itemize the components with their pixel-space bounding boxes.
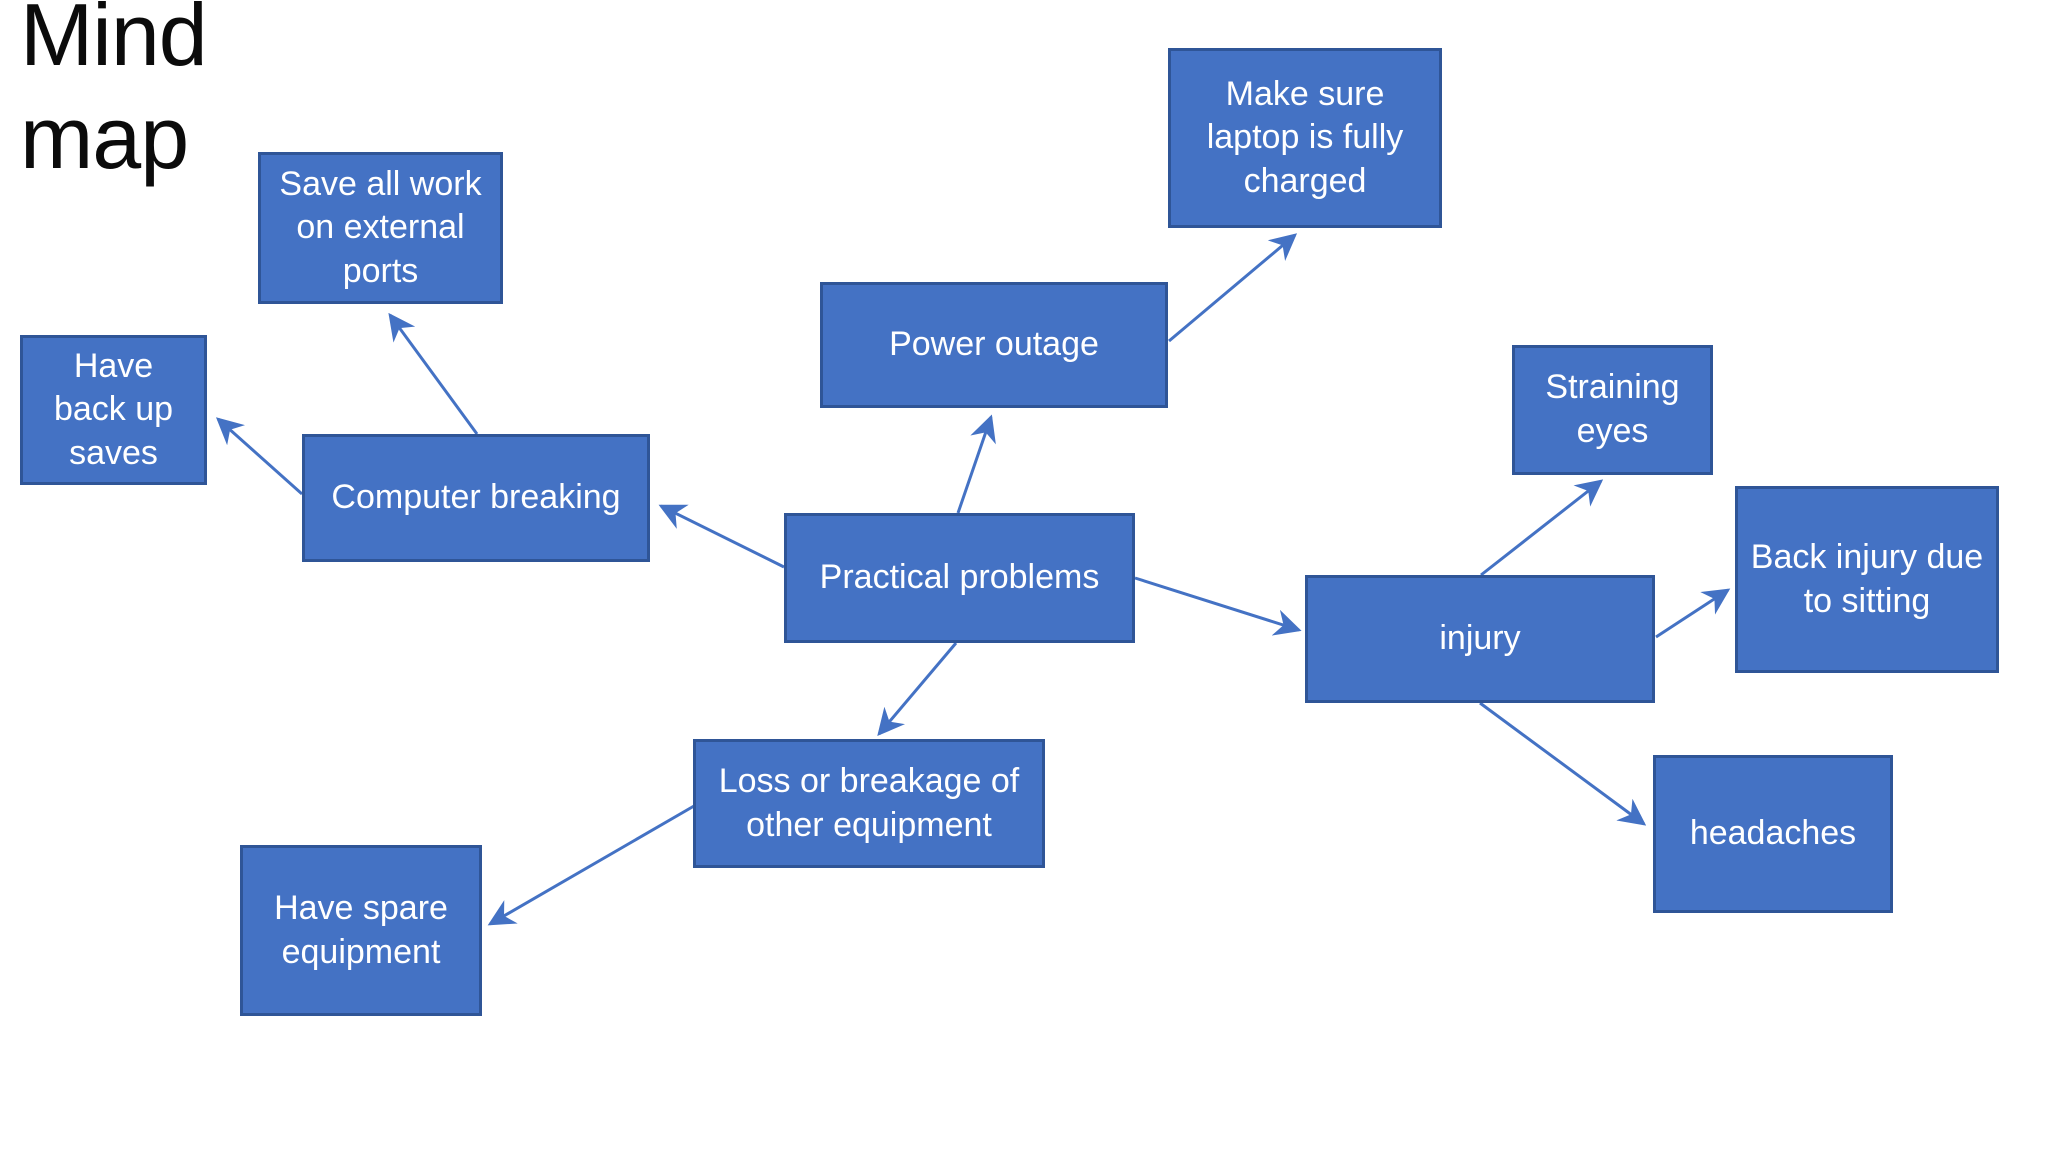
node-injury[interactable]: injury	[1305, 575, 1655, 703]
connector-practical-problems-to-computer-breaking	[658, 504, 785, 569]
node-save-all-work[interactable]: Save all work on external ports	[258, 152, 503, 304]
node-have-spare-equipment[interactable]: Have spare equipment	[240, 845, 482, 1016]
node-power-outage[interactable]: Power outage	[820, 282, 1168, 408]
node-straining-eyes[interactable]: Straining eyes	[1512, 345, 1713, 475]
connector-practical-problems-to-power-outage	[956, 414, 996, 514]
connector-computer-breaking-to-save-all-work	[388, 312, 479, 435]
connector-injury-to-straining-eyes	[1480, 479, 1604, 577]
connector-loss-or-breakage-to-have-spare-equipment	[487, 804, 695, 926]
node-practical-problems[interactable]: Practical problems	[784, 513, 1135, 643]
node-make-sure-laptop[interactable]: Make sure laptop is fully charged	[1168, 48, 1442, 228]
connector-power-outage-to-make-sure-laptop	[1168, 233, 1298, 343]
connector-computer-breaking-to-have-back-up-saves	[215, 417, 303, 496]
connector-practical-problems-to-loss-or-breakage	[877, 642, 958, 737]
connector-practical-problems-to-injury	[1134, 576, 1302, 636]
connector-injury-to-headaches	[1479, 701, 1647, 826]
node-back-injury[interactable]: Back injury due to sitting	[1735, 486, 1999, 673]
node-have-back-up-saves[interactable]: Have back up saves	[20, 335, 207, 485]
node-loss-or-breakage[interactable]: Loss or breakage of other equipment	[693, 739, 1045, 868]
page-title: Mind map	[20, 0, 208, 187]
connector-injury-to-back-injury	[1655, 588, 1731, 639]
node-computer-breaking[interactable]: Computer breaking	[302, 434, 650, 562]
node-headaches[interactable]: headaches	[1653, 755, 1893, 913]
